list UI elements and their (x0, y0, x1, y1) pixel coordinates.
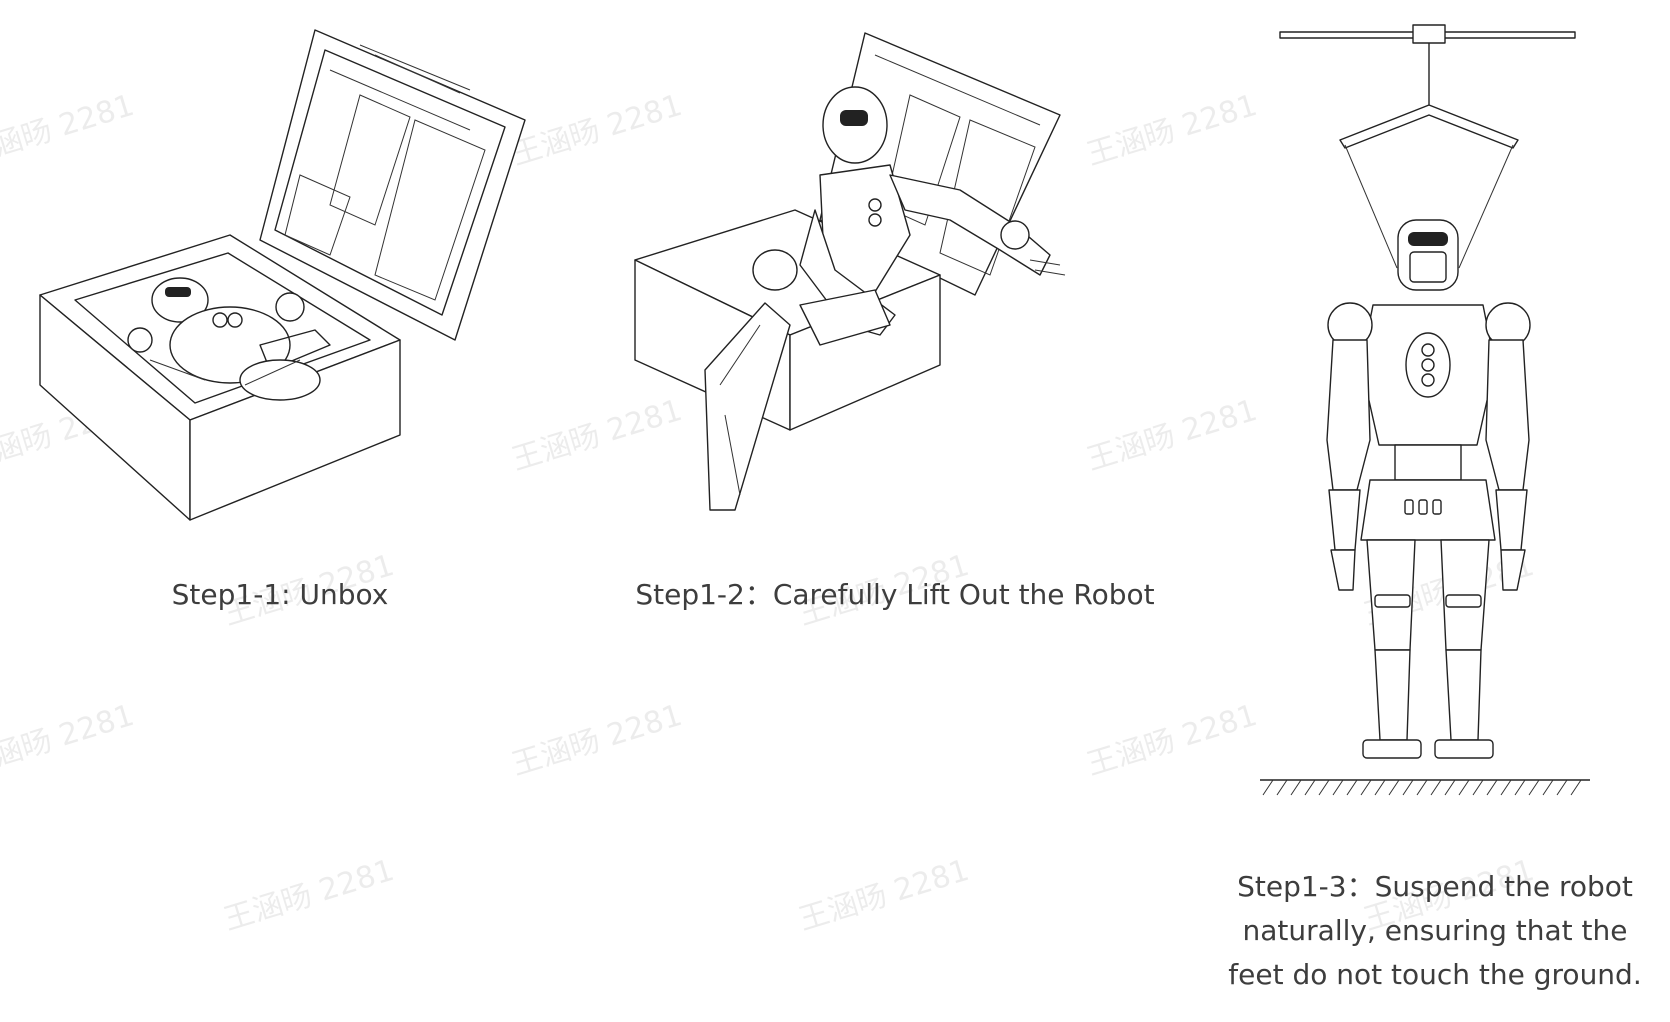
robot-left-foot (1362, 739, 1422, 759)
robot-right-arm (1485, 339, 1530, 491)
lifting-frame (1339, 104, 1519, 149)
box-front-flap (704, 302, 791, 511)
suspended-robot-illustration (1245, 20, 1595, 800)
robot-arm (889, 174, 1051, 276)
robot-right-foot (1434, 739, 1494, 759)
caption-line: feet do not touch the ground. (1228, 958, 1642, 991)
caption-line: Step1-3：Suspend the robot (1237, 870, 1633, 903)
watermark-text: 王涵旸 2281 (219, 852, 399, 938)
lift-out-illustration (620, 25, 1090, 525)
box-right-wall (189, 339, 401, 521)
watermark-text: 王涵旸 2281 (0, 697, 139, 783)
step-1-1-caption: Step1-1: Unbox (171, 578, 389, 611)
watermark-text: 王涵旸 2281 (507, 697, 687, 783)
unbox-illustration (30, 25, 530, 525)
step-1-2-caption: Step1-2：Carefully Lift Out the Robot (635, 578, 1155, 611)
robot-left-arm (1326, 339, 1371, 491)
watermark-text: 王涵旸 2281 (794, 852, 974, 938)
caption-line: naturally, ensuring that the (1242, 914, 1628, 947)
watermark-text: 王涵旸 2281 (1082, 697, 1262, 783)
watermark-text: 王涵旸 2281 (1082, 392, 1262, 478)
watermark-text: 王涵旸 2281 (1082, 87, 1262, 173)
step-1-3-caption: Step1-3：Suspend the robot naturally, ens… (1225, 865, 1645, 997)
